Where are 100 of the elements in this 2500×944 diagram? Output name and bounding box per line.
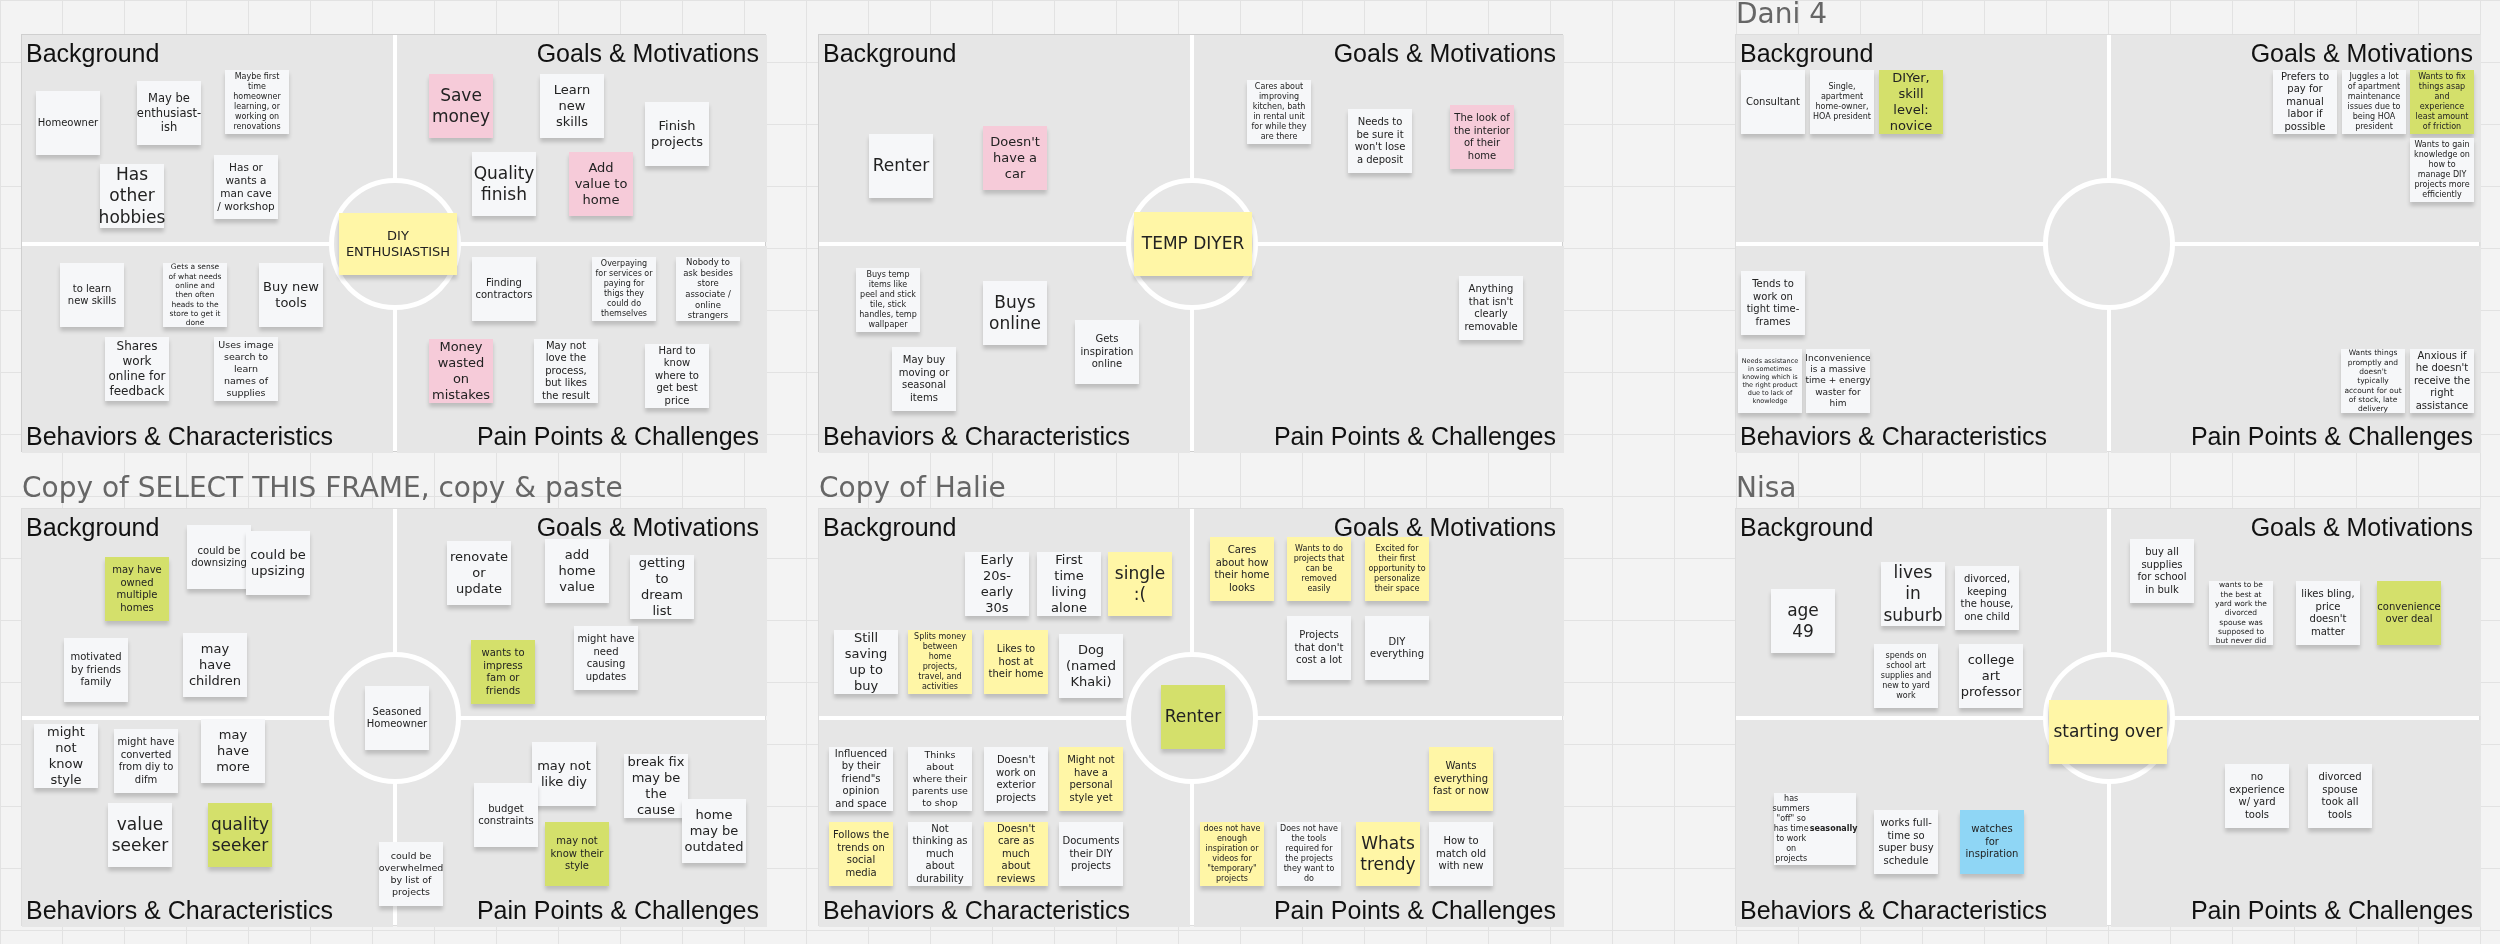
sticky-note: Influenced by their friend"s opinion and space — [829, 747, 893, 811]
sticky-note: motivated by friends family — [64, 638, 128, 702]
sticky-note: Splits money between home projects, travel, and activities — [908, 630, 972, 694]
quadrant-heading: Pain Points & Challenges — [476, 896, 759, 925]
sticky-note: Has or wants a man cave / workshop — [214, 155, 278, 219]
sticky-note: Renter — [1161, 685, 1225, 749]
sticky-note: college art professor — [1959, 644, 2023, 708]
sticky-note: home may be outdated — [682, 799, 746, 863]
sticky-note: add home value — [545, 539, 609, 603]
quadrant-heading: Background — [26, 39, 160, 68]
persona-frame — [818, 34, 1563, 452]
sticky-note: Finish projects — [645, 102, 709, 166]
quadrant-heading: Goals & Motivations — [1333, 39, 1556, 68]
sticky-note: value seeker — [108, 803, 172, 867]
quadrant-panel — [1736, 246, 2107, 453]
sticky-note: may not like diy — [532, 742, 596, 806]
sticky-note: May buy moving or seasonal items — [892, 347, 956, 411]
sticky-note: DIY ENTHUSIASTISH — [339, 213, 457, 275]
sticky-note: single :( — [1108, 552, 1172, 616]
sticky-note: Buys temp items like peel and stick tile, stick handles, temp wallpaper — [856, 268, 920, 332]
sticky-note: How to match old with new — [1429, 822, 1493, 886]
sticky-note: Projects that don't cost a lot — [1287, 616, 1351, 680]
sticky-note: Needs to be sure it won't lose a deposit — [1348, 109, 1412, 173]
sticky-note: Might not have a personal style yet — [1059, 747, 1123, 811]
quadrant-heading: Behaviors & Characteristics — [1740, 896, 2048, 925]
sticky-note: may have owned multiple homes — [105, 557, 169, 621]
quadrant-panel — [2110, 246, 2481, 453]
quadrant-panel — [2110, 35, 2481, 242]
quadrant-heading: Behaviors & Characteristics — [26, 422, 334, 451]
sticky-note: TEMP DIYER — [1134, 212, 1252, 276]
sticky-note: does not have enough inspiration or videos for "temporary" projects — [1200, 822, 1264, 886]
sticky-note: lives in suburb — [1881, 562, 1945, 626]
quadrant-heading: Pain Points & Challenges — [476, 422, 759, 451]
sticky-note: divorced, keeping the house, one child — [1955, 566, 2019, 630]
sticky-note: Juggles a lot of apartment maintenance issues due to being HOA president — [2342, 70, 2406, 134]
sticky-note: Has other hobbies — [100, 164, 164, 228]
quadrant-heading: Behaviors & Characteristics — [823, 422, 1131, 451]
quadrant-panel — [819, 720, 1190, 927]
quadrant-heading: Pain Points & Challenges — [2190, 422, 2473, 451]
sticky-note: Consultant — [1741, 70, 1805, 134]
sticky-note: Anxious if he doesn't receive the right assistance — [2410, 349, 2474, 413]
sticky-note: might have need causing updates — [574, 626, 638, 690]
quadrant-heading: Behaviors & Characteristics — [1740, 422, 2048, 451]
sticky-note: Homeowner — [36, 91, 100, 155]
sticky-note: Single, apartment home-owner, HOA president — [1810, 70, 1874, 134]
sticky-note: Prefers to pay for manual labor if possible — [2273, 70, 2337, 134]
sticky-note: no experience w/ yard tools — [2225, 764, 2289, 828]
quadrant-heading: Goals & Motivations — [536, 513, 759, 542]
sticky-note: May not love the process, but likes the result — [534, 339, 598, 403]
sticky-note: Cares about how their home looks — [1210, 537, 1274, 601]
sticky-note: might not know style — [34, 724, 98, 788]
sticky-note: starting over — [2049, 700, 2167, 764]
sticky-note: has summers "off" so has time to work on projects seasonally — [1774, 793, 1856, 865]
frame-title: Copy of SELECT THIS FRAME, copy & paste — [22, 471, 623, 504]
sticky-note: works full-time so super busy schedule — [1874, 810, 1938, 874]
sticky-note: Wants to do projects that can be removed easily — [1287, 537, 1351, 601]
sticky-note: Learn new skills — [540, 74, 604, 138]
quadrant-panel — [2110, 509, 2481, 716]
sticky-note: Uses image search to learn names of supplies — [214, 337, 278, 401]
sticky-note: Maybe first time homeowner learning, or working on renovations — [225, 70, 289, 134]
sticky-note: quality seeker — [208, 803, 272, 867]
persona-frame — [21, 34, 766, 452]
quadrant-heading: Background — [823, 513, 957, 542]
sticky-note: break fix may be the cause — [624, 754, 688, 818]
sticky-note: may have more — [201, 719, 265, 783]
sticky-note: May be enthusiast-ish — [137, 81, 201, 145]
quadrant-heading: Goals & Motivations — [536, 39, 759, 68]
sticky-note: Not thinking as much about durability — [908, 822, 972, 886]
sticky-note: likes bling, price doesn't matter — [2296, 581, 2360, 645]
sticky-note: Quality finish — [472, 152, 536, 216]
sticky-note: Add value to home — [569, 152, 633, 216]
sticky-note: Money wasted on mistakes — [429, 339, 493, 403]
sticky-note: Anything that isn't clearly removable — [1459, 276, 1523, 340]
quadrant-heading: Background — [26, 513, 160, 542]
sticky-note: might have converted from diy to difm — [114, 729, 178, 793]
sticky-note: Likes to host at their home — [984, 630, 1048, 694]
sticky-note: Tends to work on tight time-frames — [1741, 271, 1805, 335]
sticky-note: age 49 — [1771, 589, 1835, 653]
quadrant-heading: Goals & Motivations — [2250, 513, 2473, 542]
sticky-note: could be downsizing — [187, 525, 251, 589]
sticky-note: Inconvenience is a massive time + energy waster for him — [1806, 349, 1870, 413]
sticky-note: Thinks about where their parents use to shop — [908, 747, 972, 811]
sticky-note: Renter — [869, 134, 933, 198]
sticky-note: watches for inspiration — [1960, 810, 2024, 874]
sticky-note: First time living alone — [1037, 552, 1101, 616]
frame-title: Copy of Halie — [819, 471, 1006, 504]
sticky-note: could be overwhelmed by list of projects — [379, 842, 443, 906]
sticky-note: Wants everything fast or now — [1429, 747, 1493, 811]
sticky-note: Gets inspiration online — [1075, 320, 1139, 384]
sticky-note: Buys online — [983, 281, 1047, 345]
sticky-note: Hard to know where to get best price — [645, 344, 709, 408]
quadrant-panel — [1736, 509, 2107, 716]
sticky-note: spends on school art supplies and new to yard work — [1874, 644, 1938, 708]
sticky-note: Buy new tools — [259, 263, 323, 327]
sticky-note: Doesn't work on exterior projects — [984, 747, 1048, 811]
sticky-note: Wants to fix things asap and experience least amount of friction — [2410, 70, 2474, 134]
sticky-note: The look of the interior of their home — [1450, 105, 1514, 169]
sticky-note: buy all supplies for school in bulk — [2130, 539, 2194, 603]
sticky-note: Early 20s-early 30s — [965, 552, 1029, 616]
quadrant-heading: Pain Points & Challenges — [1273, 896, 1556, 925]
